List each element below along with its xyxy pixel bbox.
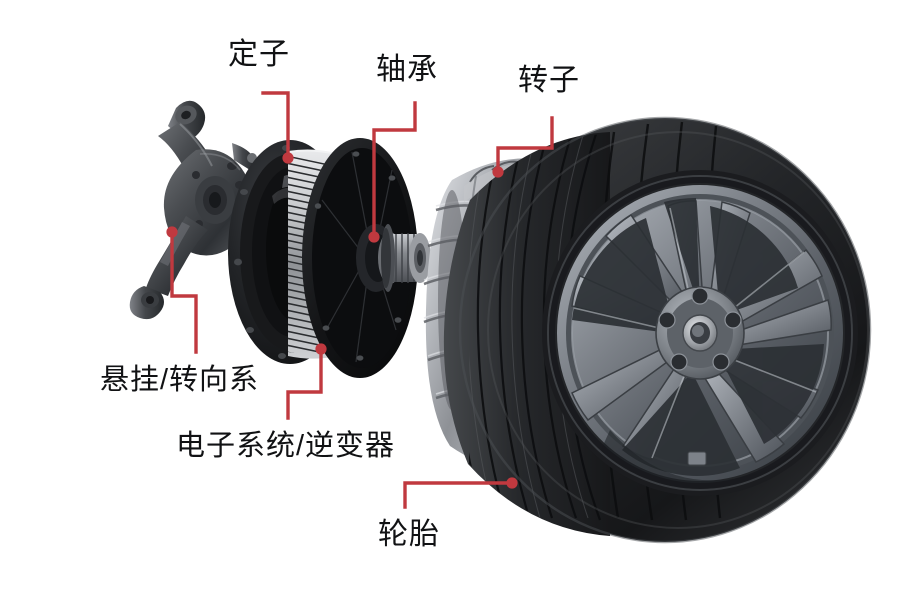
steering-knuckle-part	[129, 100, 257, 320]
leader-electronics-inverter	[286, 347, 323, 420]
bearing-shaft-part	[378, 224, 431, 292]
leader-rotor	[496, 116, 554, 174]
callout-label-tire: 轮胎	[378, 518, 440, 551]
alloy-wheel-rim	[557, 185, 843, 488]
leader-suspension-steering	[170, 230, 198, 354]
dot-stator	[282, 152, 294, 164]
dot-tire	[506, 477, 518, 489]
dot-electronics-inverter	[315, 343, 327, 355]
dot-suspension-steering	[166, 226, 178, 238]
leader-stator	[261, 91, 290, 160]
tire-and-wheel-part	[443, 116, 872, 544]
inverter-disc-part	[302, 138, 418, 378]
callout-label-electronics-inverter: 电子系统/逆变器	[176, 430, 396, 462]
callout-leaders	[170, 91, 554, 509]
callout-label-bearing: 轴承	[376, 53, 438, 86]
leader-tire	[403, 481, 514, 509]
leader-bearing	[372, 101, 417, 239]
callout-label-stator: 定子	[228, 38, 290, 71]
dot-bearing	[368, 231, 380, 243]
stator-housing-part	[228, 138, 431, 378]
callout-label-suspension-steering: 悬挂/转向系	[100, 364, 260, 396]
callout-label-rotor: 转子	[518, 64, 580, 97]
dot-rotor	[492, 166, 504, 178]
callout-dots	[166, 152, 518, 489]
